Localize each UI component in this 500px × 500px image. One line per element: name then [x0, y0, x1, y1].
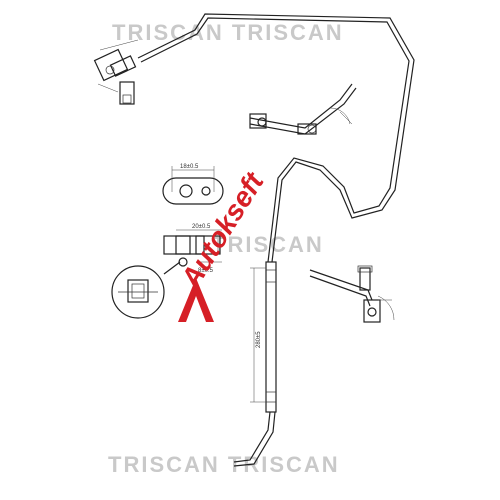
rigid-brake-pipe: [137, 13, 415, 263]
top-left-fitting: [93, 39, 139, 105]
flexible-hose: 280±5: [250, 261, 277, 413]
section-height-label: 8±0.5: [198, 268, 214, 274]
lower-pipe: [233, 411, 276, 467]
brand-logo-mark: [178, 278, 214, 322]
detail-circle: [111, 261, 181, 319]
section-width-label: 20±0.5: [192, 224, 211, 230]
bracket-clip-upper: [249, 83, 357, 135]
bracket-section-view: 20±0.5 8±0.5: [163, 224, 222, 274]
bracket-clip-lower: [309, 265, 395, 323]
watermark-top: TRISCAN TRISCAN: [112, 20, 344, 45]
watermark-middle: TRISCAN: [212, 232, 324, 257]
hose-length-label: 280±5: [256, 331, 262, 348]
plate-width-label: 18±0.5: [180, 164, 199, 170]
bracket-top-view: 18±0.5: [162, 164, 224, 205]
watermark-bottom: TRISCAN TRISCAN: [108, 452, 340, 477]
